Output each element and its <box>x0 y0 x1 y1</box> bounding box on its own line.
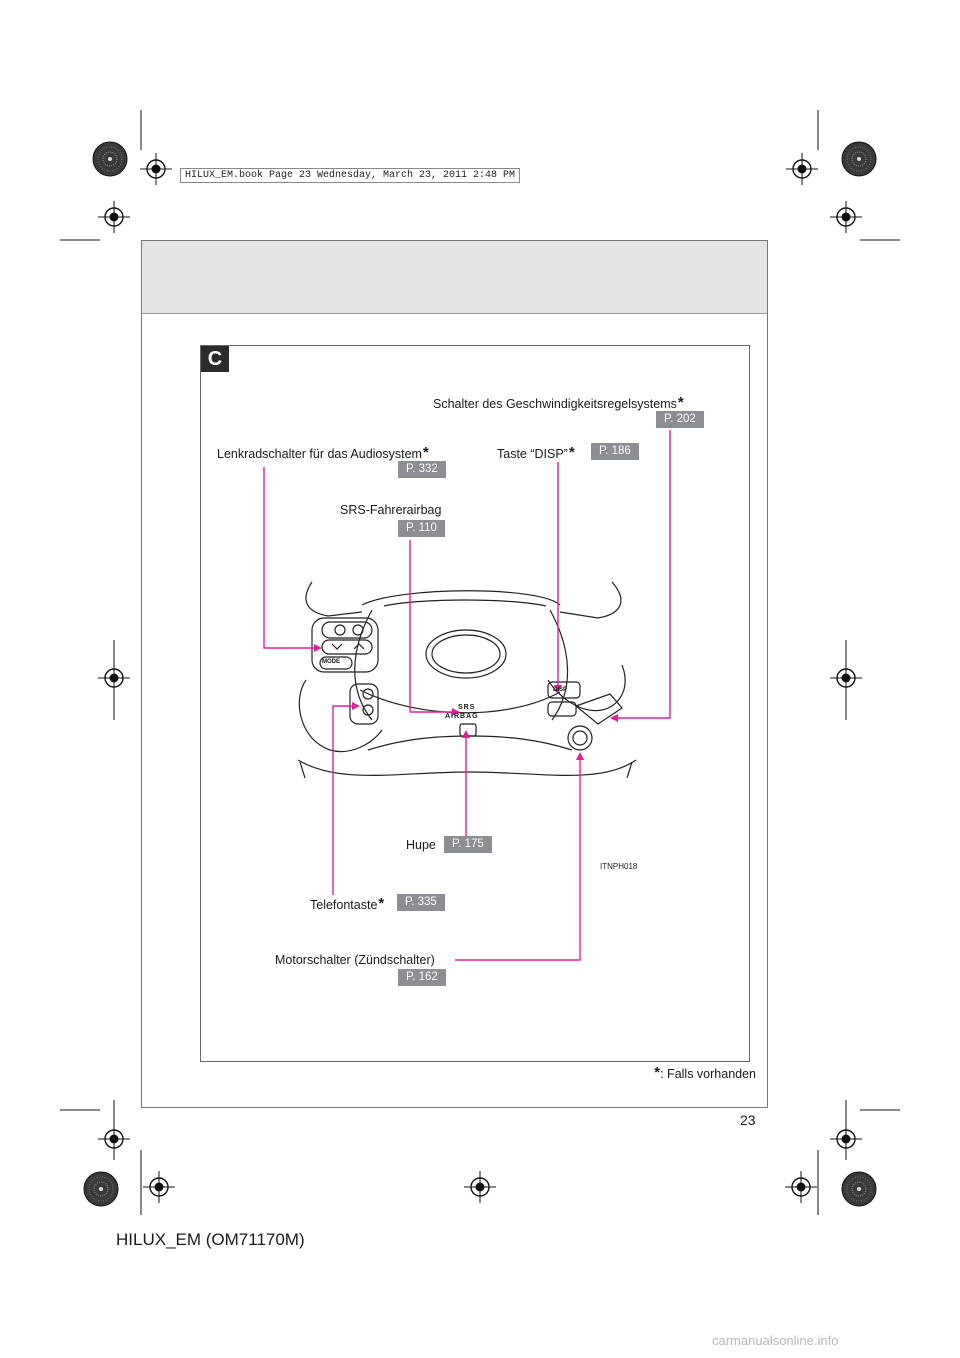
page-frame <box>141 240 768 1108</box>
crop-marks <box>60 110 900 1215</box>
callout-disp-ref[interactable]: P. 186 <box>591 443 639 460</box>
footnote: *: Falls vorhanden <box>654 1064 756 1081</box>
callout-audio-label: Lenkradschalter für das Audiosystem* <box>217 444 429 461</box>
callout-phone-ref[interactable]: P. 335 <box>397 894 445 911</box>
figure-id: ITNPH018 <box>600 862 638 871</box>
callout-disp-label: Taste “DISP”* <box>497 444 575 461</box>
airbag-text: AIRBAG <box>445 713 479 720</box>
callout-horn-label: Hupe <box>406 838 436 852</box>
callout-engine-label: Motorschalter (Zündschalter) <box>275 953 435 967</box>
section-header-band <box>142 241 767 314</box>
watermark: carmanualsonline.info <box>712 1333 839 1348</box>
callout-cruise-ref[interactable]: P. 202 <box>656 411 704 428</box>
mode-button-label: MODE <box>322 659 340 665</box>
figure-box <box>200 345 750 1062</box>
callout-horn-ref[interactable]: P. 175 <box>444 836 492 853</box>
disp-button-label: DISP <box>553 687 568 693</box>
model-code: HILUX_EM (OM71170M) <box>116 1230 305 1249</box>
page-number: 23 <box>740 1112 756 1128</box>
print-header: HILUX_EM.book Page 23 Wednesday, March 2… <box>180 168 521 183</box>
leader-lines <box>263 430 671 961</box>
callout-airbag-ref[interactable]: P. 110 <box>398 520 445 537</box>
section-badge: C <box>201 346 229 372</box>
asterisk-icon: * <box>422 444 429 461</box>
asterisk-icon: * <box>677 394 684 411</box>
steering-wheel-illustration <box>297 581 637 779</box>
callout-engine-ref[interactable]: P. 162 <box>398 969 446 986</box>
asterisk-icon: * <box>378 895 385 912</box>
srs-text: SRS <box>458 704 476 711</box>
asterisk-icon: * <box>654 1064 661 1081</box>
callout-audio-ref[interactable]: P. 332 <box>398 461 446 478</box>
callout-phone-label: Telefontaste* <box>310 895 385 912</box>
leader-arrowheads <box>314 644 618 760</box>
callout-cruise-label: Schalter des Geschwindigkeitsregelsystem… <box>433 394 684 411</box>
asterisk-icon: * <box>568 444 575 461</box>
callout-airbag-label: SRS-Fahrerairbag <box>340 503 442 517</box>
